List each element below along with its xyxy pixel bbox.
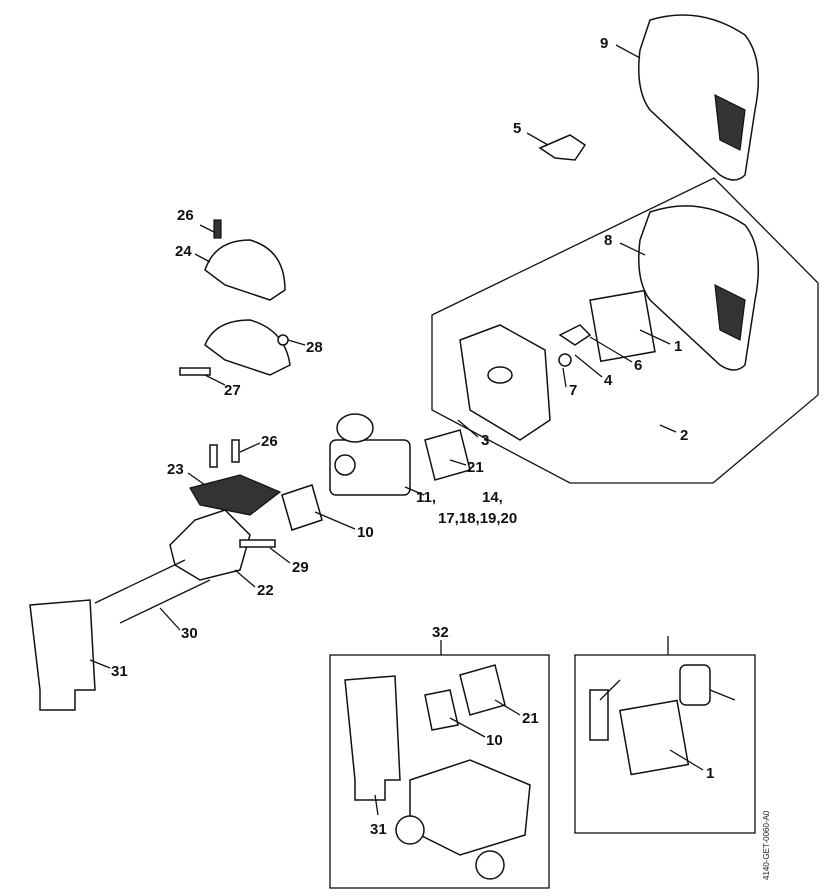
callout-31b: 31	[370, 821, 387, 838]
gasket-10	[281, 484, 323, 531]
heat-plate-31	[29, 599, 96, 711]
callout-23: 23	[167, 461, 184, 478]
tune-up-kit-box	[574, 654, 756, 834]
choke-lever-5	[538, 134, 587, 161]
air-filter-assembly-box	[431, 177, 819, 484]
filter-element-1	[589, 289, 656, 363]
callout-22: 22	[257, 582, 274, 599]
callout-1: 1	[674, 338, 682, 355]
filter-element-1-kit	[619, 699, 690, 776]
gasket-21	[424, 429, 471, 481]
callout-21b: 21	[522, 710, 539, 727]
callout-3: 3	[481, 432, 489, 449]
callout-7: 7	[569, 382, 577, 399]
callout-14: 14,	[482, 489, 503, 506]
callout-26b: 26	[261, 433, 278, 450]
callout-27: 27	[224, 382, 241, 399]
callout-10: 10	[357, 524, 374, 541]
callout-28: 28	[306, 339, 323, 356]
callout-8: 8	[604, 232, 612, 249]
callout-6: 6	[634, 357, 642, 374]
intake-manifold-22	[169, 509, 251, 581]
callout-2: 2	[680, 427, 688, 444]
callout-17-20: 17,18,19,20	[438, 510, 517, 527]
spark-plug	[589, 689, 609, 741]
callout-29: 29	[292, 559, 309, 576]
heat-shield-23	[189, 474, 282, 516]
callout-26: 26	[177, 207, 194, 224]
carburetor-11	[329, 413, 411, 496]
callout-31: 31	[111, 663, 128, 680]
filter-cover-9	[638, 14, 760, 181]
shroud-lower	[204, 319, 291, 376]
callout-30: 30	[181, 625, 198, 642]
callout-21: 21	[467, 459, 484, 476]
callout-24: 24	[175, 243, 192, 260]
diagram-code: 4140-GET-0060-A0	[762, 810, 771, 880]
fuel-filter	[679, 664, 711, 706]
shroud-24	[204, 239, 286, 301]
callout-5: 5	[513, 120, 521, 137]
callout-11: 11,	[416, 489, 436, 506]
gasket-kit-box	[329, 654, 550, 889]
callout-4: 4	[604, 372, 613, 389]
callout-9: 9	[600, 35, 608, 52]
filter-cover-8	[638, 205, 760, 371]
callout-10b: 10	[486, 732, 503, 749]
callout-1b: 1	[706, 765, 714, 782]
callout-32: 32	[432, 624, 449, 641]
heat-plate-31-kit	[344, 675, 401, 801]
